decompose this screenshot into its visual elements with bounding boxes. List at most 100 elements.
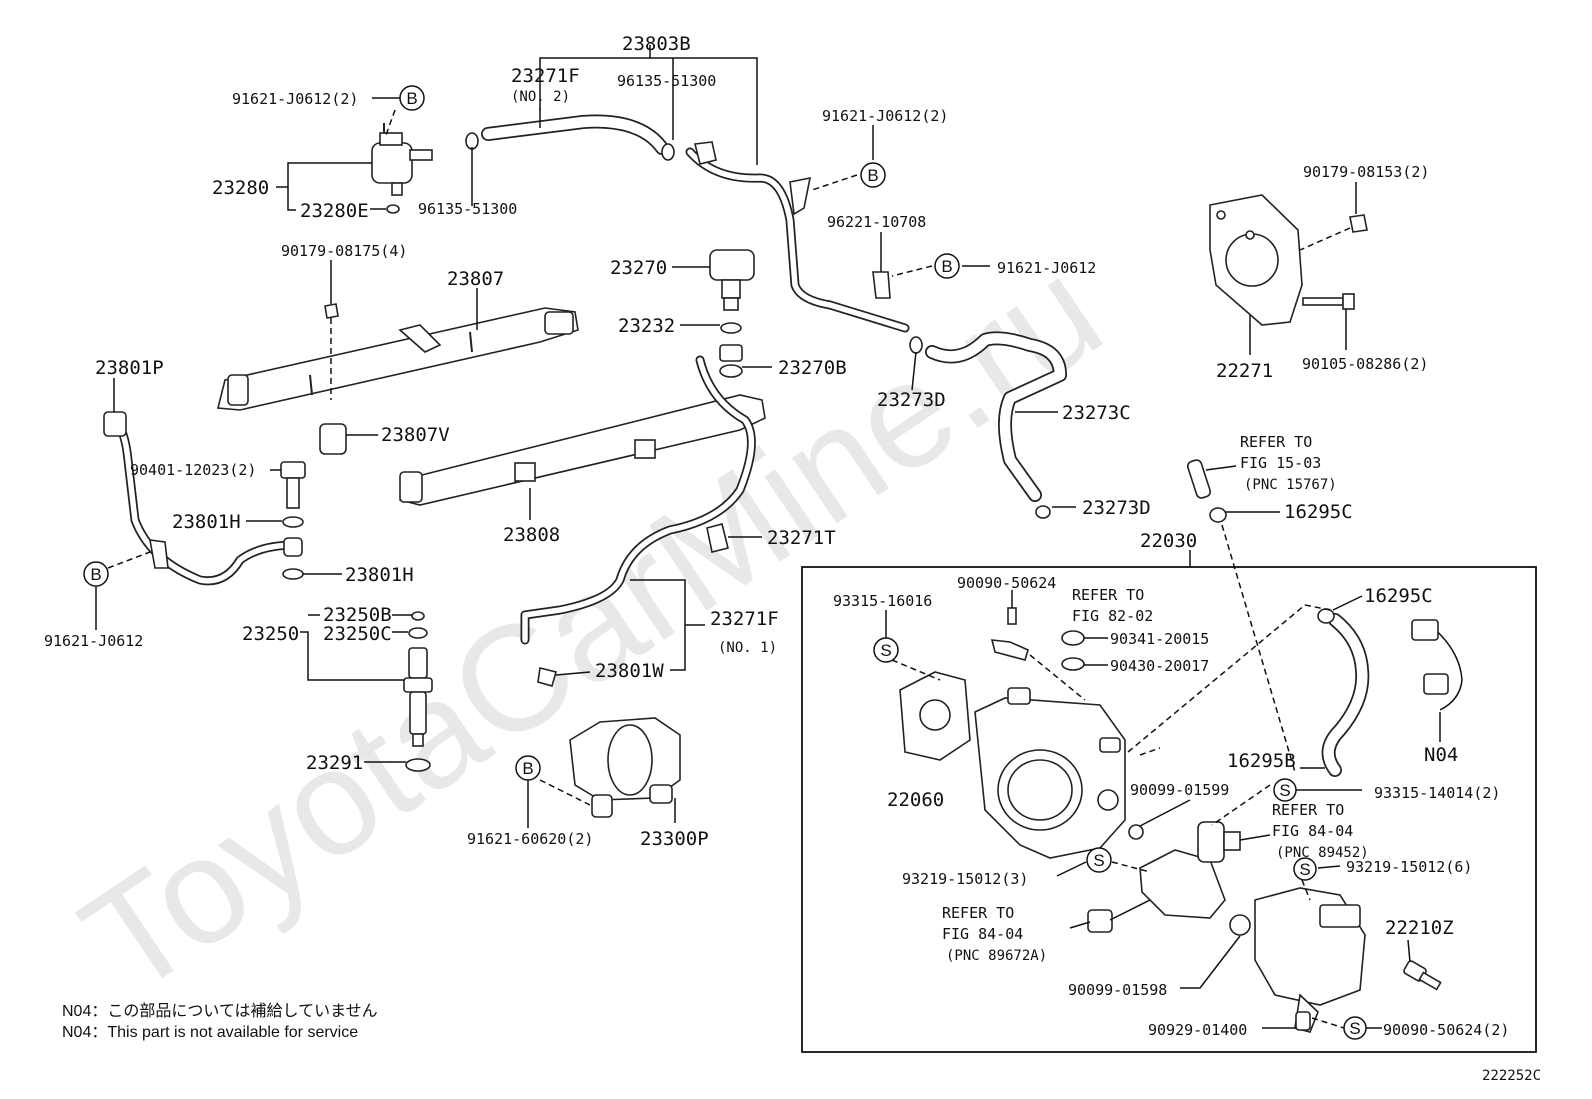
label-90401: 90401-12023(2) bbox=[130, 461, 256, 479]
callout-b-top-right: B bbox=[860, 162, 886, 188]
label-93219-b: 93219-15012(6) bbox=[1346, 858, 1472, 876]
label-23291: 23291 bbox=[306, 752, 363, 774]
pipe-eye bbox=[283, 537, 303, 557]
callout-s-93315-14014: S bbox=[1273, 778, 1297, 802]
label-N04: N04 bbox=[1424, 744, 1458, 766]
part-22210Z-sensor bbox=[1403, 960, 1442, 991]
drawing bbox=[103, 114, 1537, 1053]
leader-lines bbox=[95, 45, 1441, 1029]
label-96221: 96221-10708 bbox=[827, 213, 926, 231]
part-23291-oring bbox=[405, 758, 431, 772]
pipe-bracket bbox=[789, 176, 812, 216]
part-23801H-gasket-b bbox=[282, 568, 304, 580]
label-23271F-no1: 23271F bbox=[710, 608, 779, 630]
figure-code: 222252C bbox=[1482, 1068, 1541, 1084]
svg-text:B: B bbox=[941, 257, 952, 276]
svg-text:S: S bbox=[1299, 860, 1310, 879]
callout-s-90090: S bbox=[1343, 1016, 1367, 1040]
label-90090-50624-a: 90090-50624 bbox=[957, 574, 1056, 592]
label-23271T: 23271T bbox=[767, 527, 836, 549]
part-23280-regulator bbox=[371, 123, 433, 196]
part-23270B-fitting bbox=[719, 344, 743, 378]
label-23807: 23807 bbox=[447, 268, 504, 290]
callout-s-93219-right: S bbox=[1293, 857, 1317, 881]
label-90179-08153: 90179-08153(2) bbox=[1303, 163, 1429, 181]
label-refer-84-04b-b: FIG 84-04 bbox=[942, 925, 1023, 943]
label-16295B: 16295B bbox=[1227, 750, 1296, 772]
part-23271T-clamp bbox=[706, 523, 729, 553]
label-23271F-no2: 23271F bbox=[511, 65, 580, 87]
part-22271-plate bbox=[1209, 194, 1303, 326]
part-90105-bolt bbox=[1302, 293, 1355, 310]
part-23280E-oring bbox=[386, 204, 400, 214]
part-96221-clamp bbox=[872, 271, 891, 299]
label-refer-82-02-b: FIG 82-02 bbox=[1072, 607, 1153, 625]
label-refer-84-04a-a: REFER TO bbox=[1272, 801, 1344, 819]
part-90401-bolt bbox=[280, 461, 306, 509]
part-23232-oring bbox=[720, 322, 742, 334]
label-23250B: 23250B bbox=[323, 604, 392, 626]
callout-b-top-left: B bbox=[399, 85, 425, 111]
pipe-clip bbox=[149, 539, 169, 569]
part-hose-pipe-refer bbox=[1186, 459, 1227, 523]
part-N04-harness bbox=[1411, 619, 1463, 711]
label-refer-15-03-b: FIG 15-03 bbox=[1240, 454, 1321, 472]
part-23807V-insulator bbox=[319, 423, 347, 455]
label-23273D-upper: 23273D bbox=[877, 389, 946, 411]
part-labels: 23803B 23271F (NO. 2) 96135-51300 91621-… bbox=[44, 33, 1541, 1084]
label-96135-top: 96135-51300 bbox=[617, 72, 716, 90]
callout-b-left: B bbox=[83, 561, 109, 587]
part-bracket-90090 bbox=[990, 639, 1029, 661]
svg-text:S: S bbox=[1279, 781, 1290, 800]
svg-text:S: S bbox=[1349, 1019, 1360, 1038]
clip-96135-left bbox=[465, 132, 479, 150]
part-23801W-clip bbox=[537, 667, 557, 687]
label-23250C: 23250C bbox=[323, 623, 392, 645]
part-90179-08175-nut bbox=[324, 303, 339, 319]
label-refer-84-04b-c: (PNC 89672A) bbox=[946, 948, 1047, 964]
label-93315-16016: 93315-16016 bbox=[833, 592, 932, 610]
group-frame-22030 bbox=[801, 566, 1537, 1053]
clip-23273D-lower bbox=[1035, 505, 1051, 519]
label-16295C-a: 16295C bbox=[1284, 501, 1353, 523]
part-idle-control-valve bbox=[1087, 849, 1226, 933]
note-en: N04：This part is not available for servi… bbox=[62, 1024, 358, 1041]
label-23273D-lower: 23273D bbox=[1082, 497, 1151, 519]
label-refer-82-02-a: REFER TO bbox=[1072, 586, 1144, 604]
label-23801P: 23801P bbox=[95, 357, 164, 379]
part-90099-01598 bbox=[1229, 914, 1251, 936]
clip-23273D-upper bbox=[909, 336, 923, 354]
label-91621-top-right: 91621-J0612(2) bbox=[822, 107, 948, 125]
label-23270: 23270 bbox=[610, 257, 667, 279]
label-23808: 23808 bbox=[503, 524, 560, 546]
callout-b-mid: B bbox=[934, 253, 960, 279]
label-refer-15-03-c: (PNC 15767) bbox=[1244, 477, 1337, 493]
label-23300P: 23300P bbox=[640, 828, 709, 850]
part-90090-screw bbox=[1007, 607, 1017, 625]
svg-text:B: B bbox=[406, 89, 417, 108]
label-93219-a: 93219-15012(3) bbox=[902, 870, 1028, 888]
label-23280E: 23280E bbox=[300, 200, 369, 222]
label-23270B: 23270B bbox=[778, 357, 847, 379]
part-90929 bbox=[1295, 1011, 1311, 1031]
part-90099-01599 bbox=[1128, 824, 1144, 840]
label-22030: 22030 bbox=[1140, 530, 1197, 552]
label-90929: 90929-01400 bbox=[1148, 1021, 1247, 1039]
label-23801H-a: 23801H bbox=[172, 511, 241, 533]
label-91621-top-left: 91621-J0612(2) bbox=[232, 90, 358, 108]
label-91621-60620: 91621-60620(2) bbox=[467, 830, 593, 848]
label-no1: (NO. 1) bbox=[718, 640, 777, 656]
pipe-nut bbox=[103, 411, 127, 437]
part-23300P-vsv bbox=[569, 717, 681, 818]
part-23807-rail bbox=[216, 307, 579, 411]
callout-b-bottom: B bbox=[515, 755, 541, 781]
label-93315-14014: 93315-14014(2) bbox=[1374, 784, 1500, 802]
part-22030-throttle-body bbox=[974, 687, 1126, 859]
part-90430-gasket bbox=[1061, 657, 1085, 671]
svg-text:B: B bbox=[867, 166, 878, 185]
label-16295C-b: 16295C bbox=[1364, 585, 1433, 607]
label-90099-01599: 90099-01599 bbox=[1130, 781, 1229, 799]
label-91621-mid: 91621-J0612 bbox=[997, 259, 1096, 277]
part-22060-sensor bbox=[899, 671, 971, 761]
clip-96135-right bbox=[661, 143, 675, 161]
